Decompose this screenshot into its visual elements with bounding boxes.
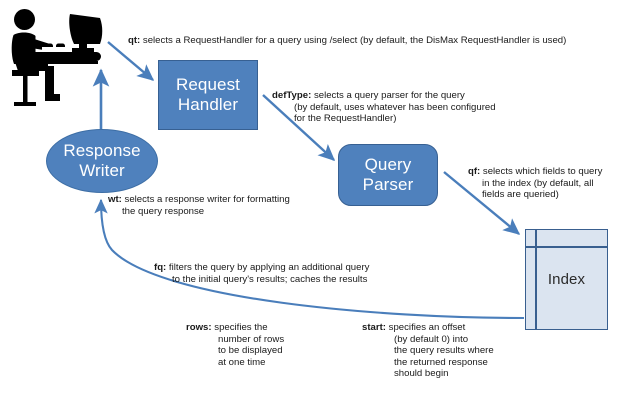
arrow-user-to-request-handler — [107, 41, 155, 81]
node-response-writer-line2: Writer — [79, 161, 125, 180]
annotation-fq: fq: filters the query by applying an add… — [154, 262, 369, 285]
annotation-rows-key: rows: — [186, 322, 212, 333]
annotation-qt-line-0: selects a RequestHandler for a query usi… — [142, 35, 567, 46]
annotation-wt-line-0: selects a response writer for formatting — [124, 194, 290, 205]
annotation-qf-line-0: selects which fields to query — [482, 166, 603, 177]
annotation-start-line-0: specifies an offset — [388, 322, 466, 333]
person-at-computer-icon — [11, 9, 103, 106]
annotation-start-line-1: (by default 0) into — [394, 333, 469, 345]
annotation-rows-line-2: to be displayed — [218, 345, 283, 357]
node-query-parser-line2: Parser — [362, 175, 414, 194]
annotation-start-line-3: the returned response — [394, 356, 488, 368]
annotation-deftype-key: defType: — [272, 90, 312, 101]
annotation-qf: qf: selects which fields to query in the… — [468, 166, 602, 201]
index-divider-vertical — [535, 230, 537, 329]
node-query-parser-line1: Query — [364, 154, 412, 174]
annotation-deftype-line-2: for the RequestHandler) — [294, 113, 397, 125]
annotation-rows-line-0: specifies the — [214, 322, 268, 333]
annotation-start-line-2: the query results where — [394, 345, 494, 357]
annotation-start-line-4: should begin — [394, 368, 449, 380]
node-request-handler[interactable]: Request Handler — [158, 60, 258, 130]
annotation-start: start: specifies an offset (by default 0… — [362, 322, 494, 380]
annotation-qt: qt: selects a RequestHandler for a query… — [128, 35, 566, 47]
arrow-query-parser-to-index — [443, 171, 521, 235]
annotation-deftype-line-1: (by default, uses whatever has been conf… — [294, 101, 496, 113]
annotation-fq-key: fq: — [154, 262, 167, 273]
arrow-request-handler-to-query-parser — [262, 94, 336, 161]
annotation-rows: rows: specifies the number of rows to be… — [186, 322, 284, 368]
annotation-qf-key: qf: — [468, 166, 481, 177]
node-response-writer[interactable]: Response Writer — [46, 129, 158, 193]
node-request-handler-line1: Request — [175, 74, 241, 94]
arrow-index-to-response-writer — [94, 198, 525, 320]
annotation-qt-key: qt: — [128, 35, 141, 46]
index-divider-horizontal — [526, 246, 607, 248]
annotation-wt: wt: selects a response writer for format… — [108, 194, 290, 217]
node-query-parser[interactable]: Query Parser — [338, 144, 438, 206]
annotation-start-key: start: — [362, 322, 386, 333]
node-request-handler-line2: Handler — [177, 95, 239, 114]
node-index[interactable]: Index — [525, 229, 608, 330]
annotation-wt-line-1: the query response — [122, 205, 205, 217]
annotation-qf-line-1: in the index (by default, all — [482, 177, 594, 189]
node-index-label: Index — [547, 270, 586, 288]
annotation-rows-line-3: at one time — [218, 356, 266, 368]
annotation-fq-line-1: to the initial query's results; caches t… — [172, 273, 368, 285]
annotation-deftype: defType: selects a query parser for the … — [272, 90, 496, 125]
annotation-rows-line-1: number of rows — [218, 333, 285, 345]
annotation-wt-key: wt: — [108, 194, 122, 205]
node-response-writer-line1: Response — [63, 140, 141, 160]
annotation-deftype-line-0: selects a query parser for the query — [313, 90, 465, 101]
annotation-fq-line-0: filters the query by applying an additio… — [168, 262, 370, 273]
annotation-qf-line-2: fields are queried) — [482, 189, 559, 201]
